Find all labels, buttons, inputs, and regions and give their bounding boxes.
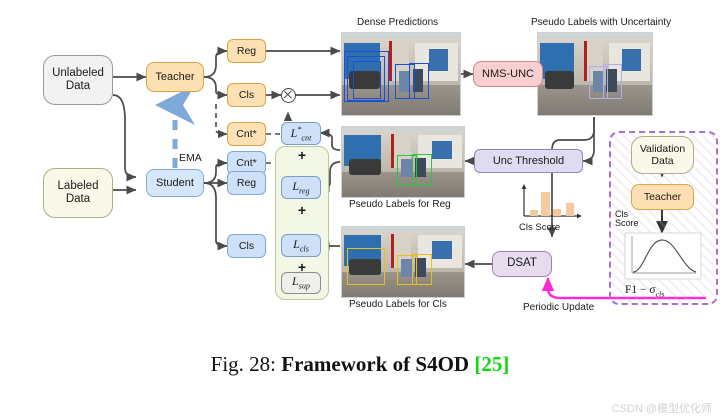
thumbnail-pseudo-labels-cls [341, 226, 465, 298]
node-unc-threshold-label: Unc Threshold [492, 154, 565, 167]
plus-sign-2: + [297, 202, 307, 218]
loss-cls-base: L [293, 236, 300, 251]
periodic-update-label: Periodic Update [523, 302, 595, 313]
caption-dense-predictions: Dense Predictions [357, 17, 439, 28]
formula-subscript: cls [655, 289, 665, 299]
ema-label: EMA [179, 152, 202, 164]
node-student-cls-label: Cls [238, 239, 255, 252]
node-teacher-cls-label: Cls [238, 88, 255, 101]
node-dsat[interactable]: DSAT [492, 251, 552, 277]
node-nms-unc-label: NMS-UNC [482, 67, 534, 80]
chart-cls-score-curve [624, 232, 702, 280]
plus-sign-1: + [297, 147, 307, 163]
node-labeled-data-label: Labeled Data [57, 179, 99, 205]
caption-pseudo-labels-uncertainty: Pseudo Labels with Uncertainty [531, 17, 672, 28]
node-labeled-data[interactable]: Labeled Data [43, 168, 113, 218]
node-student-label: Student [156, 176, 194, 189]
node-unlabeled-data[interactable]: Unlabeled Data [43, 55, 113, 105]
multiply-operator-icon [281, 88, 296, 103]
caption-pseudo-labels-cls: Pseudo Labels for Cls [349, 299, 447, 310]
node-teacher-cnt[interactable]: Cnt* [227, 122, 266, 146]
loss-cls[interactable]: Lcls [281, 234, 321, 257]
loss-sup-sub: sup [298, 281, 311, 291]
node-teacher-reg-label: Reg [236, 44, 257, 57]
node-validation-data-label: Validation Data [639, 142, 686, 167]
node-teacher-cls[interactable]: Cls [227, 83, 266, 107]
loss-cnt-base: L [290, 125, 298, 140]
node-validation-data[interactable]: Validation Data [631, 136, 694, 174]
figure-caption-lead: Fig. 28: [210, 352, 277, 376]
node-validation-teacher-label: Teacher [643, 190, 682, 203]
formula-main: F1 − σ [625, 284, 656, 296]
thumbnail-dense-predictions [341, 32, 461, 116]
node-student-cls[interactable]: Cls [227, 234, 266, 258]
node-nms-unc[interactable]: NMS-UNC [473, 61, 543, 87]
figure-caption-title: Framework of S4OD [281, 352, 470, 376]
loss-sup[interactable]: Lsup [281, 272, 321, 294]
loss-cnt-sub: cnt [301, 133, 312, 142]
loss-cnt-sup: * [297, 124, 302, 134]
thumbnail-pseudo-labels-uncertainty [537, 32, 653, 116]
loss-reg-sub: reg [299, 186, 310, 195]
node-validation-teacher[interactable]: Teacher [631, 184, 694, 210]
loss-cls-sub: cls [299, 244, 309, 253]
node-student[interactable]: Student [146, 169, 204, 197]
loss-cnt[interactable]: L*cnt [281, 122, 321, 145]
node-teacher[interactable]: Teacher [146, 62, 204, 92]
plus-sign-3: + [297, 259, 307, 275]
caption-pseudo-labels-reg: Pseudo Labels for Reg [349, 199, 451, 210]
node-teacher-label: Teacher [155, 70, 195, 83]
thumbnail-pseudo-labels-reg [341, 126, 465, 198]
cls-score-validation-label: Cls Score [615, 209, 639, 229]
node-student-cnt-label: Cnt* [236, 156, 257, 169]
cls-score-histogram-label: Cls Score [519, 222, 561, 233]
chart-cls-score-histogram [521, 184, 582, 219]
node-teacher-cnt-label: Cnt* [236, 127, 257, 140]
node-teacher-reg[interactable]: Reg [227, 39, 266, 63]
node-student-reg[interactable]: Reg [227, 171, 266, 195]
node-student-reg-label: Reg [236, 176, 257, 189]
figure-caption: Fig. 28: Framework of S4OD [25] [0, 352, 720, 377]
node-unlabeled-data-label: Unlabeled Data [52, 66, 104, 92]
loss-reg[interactable]: Lreg [281, 176, 321, 199]
loss-sup-base: L [291, 274, 299, 289]
loss-reg-base: L [292, 178, 300, 193]
watermark: CSDN @模型优化师 [611, 403, 712, 415]
figure-caption-citation: [25] [474, 352, 510, 376]
node-unc-threshold[interactable]: Unc Threshold [474, 149, 583, 173]
node-dsat-label: DSAT [507, 257, 537, 270]
formula-f1-sigma: F1 − σcls [625, 284, 664, 298]
